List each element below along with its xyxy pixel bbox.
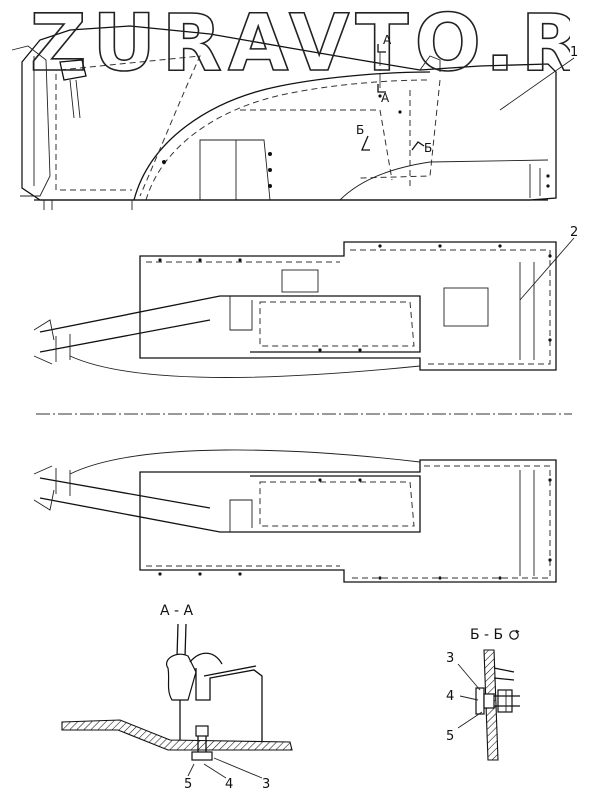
section-mark-b-left: Б [356,123,365,137]
section-mark-b-right: Б [424,141,433,155]
bb-label-4: 4 [446,689,455,704]
section-aa-detail [61,623,293,779]
callout-1: 1 [570,45,579,60]
section-mark-a-bottom: A [381,91,390,105]
aa-label-4: 4 [225,777,234,792]
aa-label-5: 5 [184,777,193,792]
rotation-circle-icon [509,629,520,640]
section-mark-a-top: A [383,33,392,47]
bb-label-3: 3 [446,651,455,666]
callout-2: 2 [570,225,579,240]
watermark-text: ZURAVTO.RU [30,2,570,82]
section-bb-detail [457,649,520,761]
section-title-aa: А - А [160,603,194,619]
bb-label-5: 5 [446,729,455,744]
plan-view-lower [33,449,557,583]
section-title-bb: Б - Б [470,627,504,643]
aa-label-3: 3 [262,777,271,792]
svg-text:ZURAVTO.RU: ZURAVTO.RU [30,2,570,82]
plan-view-upper [33,237,575,378]
cab-side-view [11,25,575,210]
